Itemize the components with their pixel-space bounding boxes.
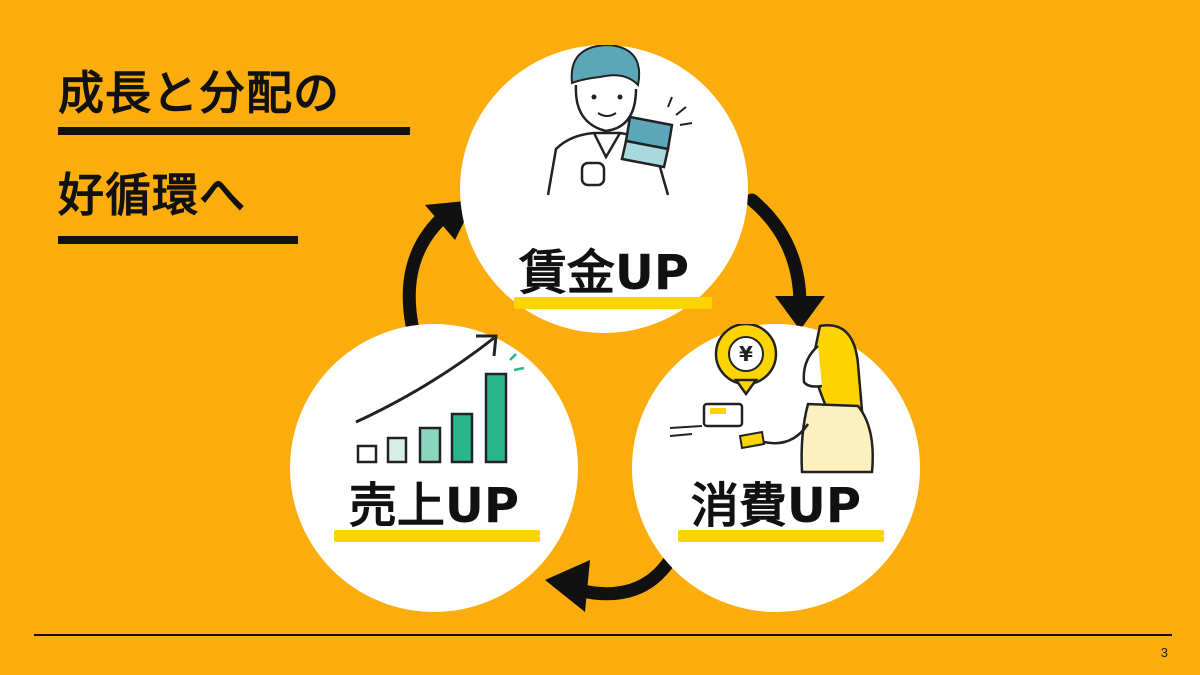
arrow-consumption-to-sales: [545, 553, 677, 612]
slide-title-line-1: 成長と分配の: [58, 66, 340, 120]
cycle-node-consumption: ¥ 消費UP: [632, 324, 920, 612]
node-label-wage: 賃金UP: [518, 245, 690, 301]
arrow-wage-to-consumption: [745, 193, 825, 330]
label-highlight: [514, 297, 712, 309]
yen-symbol: ¥: [739, 342, 753, 366]
page-number: 3: [1160, 645, 1168, 660]
cycle-node-wage: 賃金UP: [460, 45, 748, 333]
title-underline-1: [58, 127, 410, 135]
title-underline-2: [58, 236, 298, 244]
node-label-consumption: 消費UP: [690, 478, 862, 534]
woman-paying-icon: ¥: [669, 324, 874, 474]
man-with-wallet-icon: [546, 45, 693, 196]
slide-title-line-2: 好循環へ: [58, 168, 246, 222]
label-highlight: [678, 530, 884, 542]
footer-divider: [34, 634, 1172, 636]
cycle-node-sales: 売上UP: [290, 324, 578, 612]
label-highlight: [334, 530, 540, 542]
node-label-sales: 売上UP: [348, 478, 520, 534]
rising-chart-icon: [355, 334, 525, 464]
